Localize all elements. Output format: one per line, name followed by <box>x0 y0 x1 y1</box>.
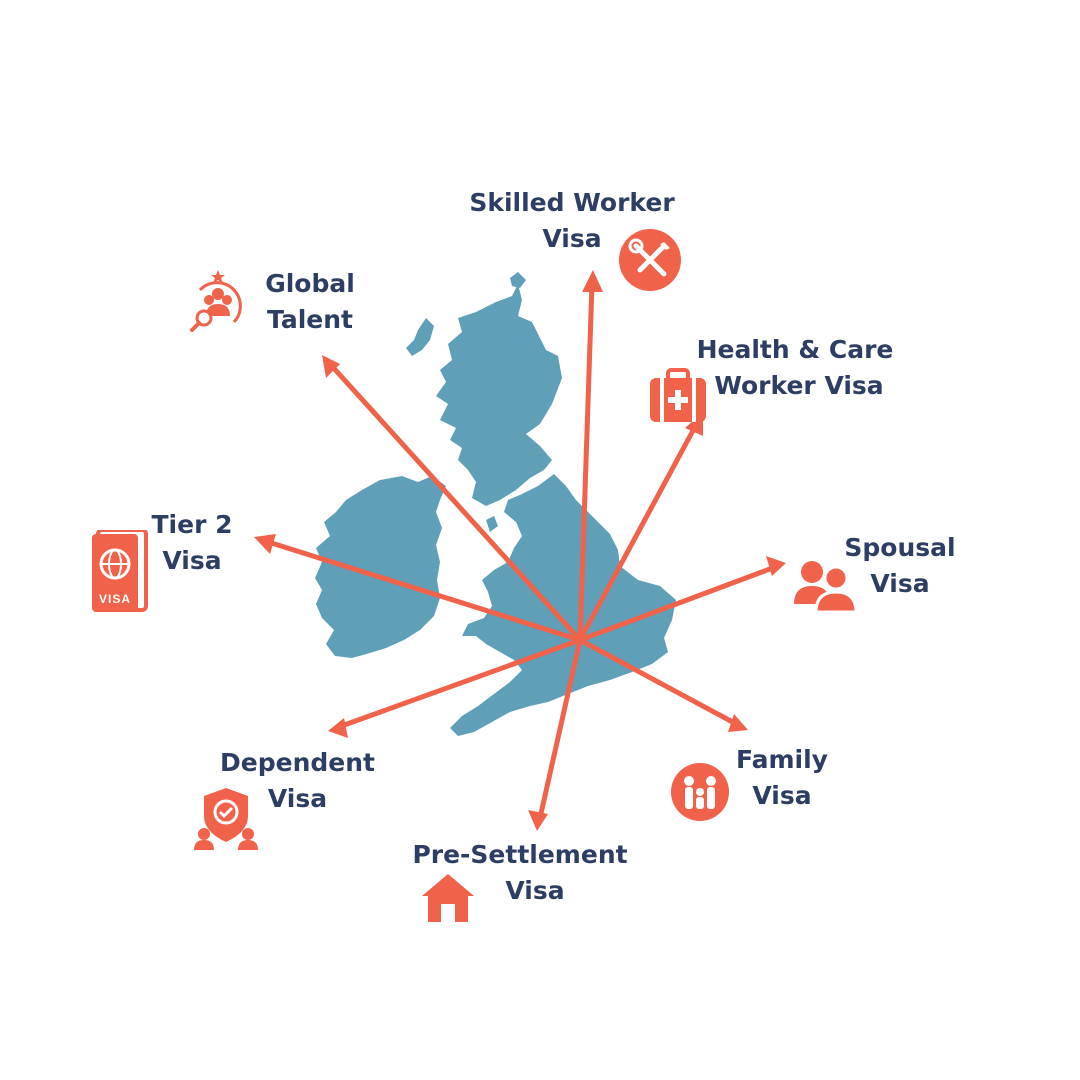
ireland-shape <box>315 476 446 658</box>
couple-icon <box>794 561 858 612</box>
arrowhead-skilled <box>582 270 603 292</box>
label-skilled-worker-visa: Skilled Worker Visa <box>469 188 675 253</box>
label-spousal-visa: Spousal Visa <box>844 533 956 598</box>
arrowhead-dependent <box>328 718 348 738</box>
arrow-tier2 <box>259 537 583 643</box>
arrowhead-spousal <box>766 556 786 576</box>
shield-people-icon <box>194 788 258 850</box>
passport-icon: VISA <box>90 530 148 614</box>
england-wales-shape <box>450 474 676 736</box>
arrow-health <box>577 422 699 643</box>
arrow-skilled <box>577 281 595 643</box>
talent-search-icon <box>190 270 242 332</box>
arrow-presettlement <box>537 637 583 821</box>
tools-icon <box>619 229 681 291</box>
label-pre-settlement-visa: Pre-Settlement Visa <box>412 840 628 905</box>
arrowhead-global <box>322 355 340 378</box>
label-dependent-visa: Dependent Visa <box>220 748 375 813</box>
arrow-dependent <box>333 637 583 731</box>
arrowhead-family <box>728 714 748 732</box>
orkney-shape <box>510 272 526 288</box>
medical-kit-icon <box>650 368 706 422</box>
house-icon <box>422 874 474 922</box>
family-icon <box>671 763 729 821</box>
arrow-spousal <box>577 563 781 643</box>
isle-of-man-shape <box>486 516 498 532</box>
arrow-family <box>577 637 743 729</box>
arrow-global <box>327 361 583 643</box>
label-health-care-worker-visa: Health & Care Worker Visa <box>696 335 894 400</box>
scotland-shape <box>436 284 562 506</box>
label-tier-2-visa: Tier 2 Visa <box>151 510 233 575</box>
label-family-visa: Family Visa <box>736 745 828 810</box>
label-global-talent: Global Talent <box>265 269 355 334</box>
arrowhead-tier2 <box>254 534 276 554</box>
hebrides-shape <box>406 318 434 356</box>
arrowhead-presettlement <box>528 810 548 831</box>
